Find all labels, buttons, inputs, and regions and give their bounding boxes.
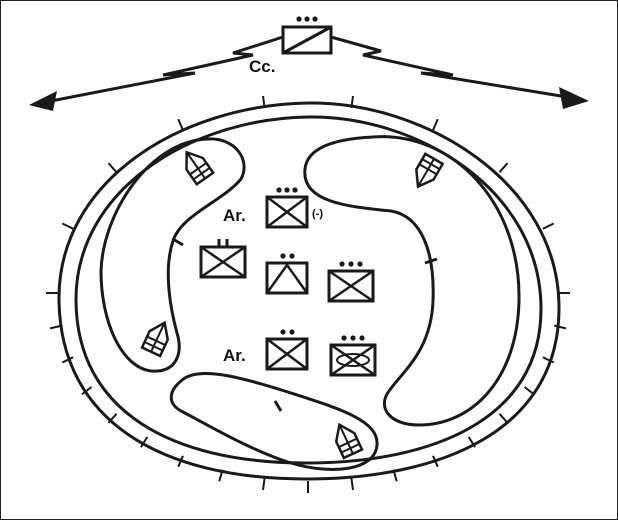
armor-company-right-symbol <box>327 261 375 303</box>
unit-arrow-top-left <box>185 150 215 186</box>
screen-line-left <box>29 35 284 111</box>
perimeter-tick <box>140 436 149 448</box>
perimeter-tick <box>262 95 266 108</box>
armor-battalion-top-symbol <box>265 187 309 229</box>
perimeter-tick <box>107 162 118 173</box>
cavalry-label: Cc. <box>249 57 275 76</box>
unit-arrow-bottom-left <box>140 320 170 358</box>
perimeter-tick <box>542 222 555 230</box>
perimeter-ticks <box>46 95 570 493</box>
bottom-battle-position <box>169 371 379 471</box>
perimeter-tick <box>107 413 118 424</box>
perimeter-tick <box>177 455 184 468</box>
perimeter-tick <box>177 118 184 131</box>
armor-company-left-symbol <box>199 239 247 279</box>
right-battle-position <box>303 135 521 427</box>
unit-arrow-top-right <box>415 152 445 189</box>
perimeter-tick <box>498 162 509 173</box>
perimeter-tick <box>523 386 535 396</box>
perimeter-tick <box>61 222 74 230</box>
perimeter-tick <box>553 324 567 330</box>
unit-arrow-bottom <box>334 422 364 460</box>
armor-mech-bottom-right-symbol <box>329 335 377 377</box>
perimeter-tick <box>81 386 93 396</box>
perimeter-tick <box>392 469 398 482</box>
perimeter-tick <box>432 455 439 468</box>
armor-label-bottom: Ar. <box>223 346 246 365</box>
armor-battalion-bottom-symbol <box>265 329 309 371</box>
perimeter-tick <box>542 356 555 364</box>
center-unit-symbol <box>265 253 309 295</box>
perimeter-tick <box>350 478 354 491</box>
perimeter-tick <box>432 118 439 131</box>
perimeter-tick <box>467 436 476 448</box>
perimeter-tick <box>262 478 266 491</box>
perimeter-tick <box>49 324 63 330</box>
reduced-strength-label: (-) <box>312 208 323 220</box>
perimeter-tick <box>218 469 224 482</box>
outer-perimeter <box>57 101 561 481</box>
left-battle-position <box>99 137 246 373</box>
perimeter-tick <box>350 95 354 108</box>
screen-line-right <box>330 35 589 109</box>
perimeter-tick <box>61 356 74 364</box>
perimeter-tick <box>498 413 509 424</box>
armor-label-top: Ar. <box>223 206 246 225</box>
cavalry-unit-symbol <box>281 16 333 55</box>
gap-marks <box>172 237 438 412</box>
